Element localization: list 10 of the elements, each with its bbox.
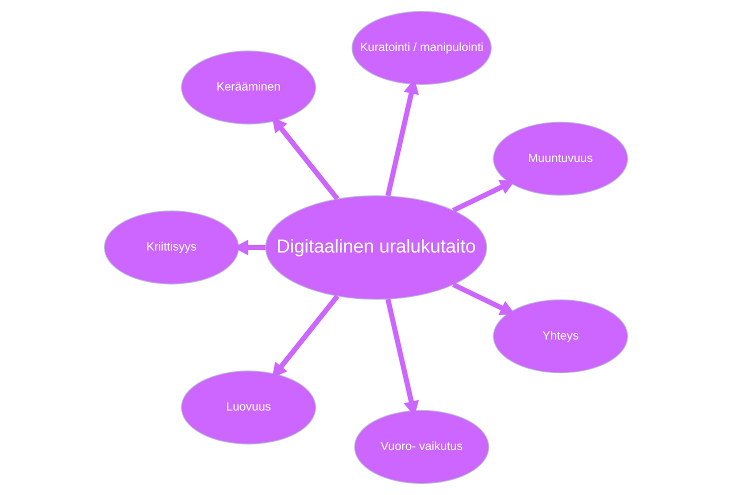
node-ellipse: Kuratointi / manipulointi (351, 11, 492, 85)
node-ellipse: Kriittisyys (103, 210, 239, 284)
node-ellipse: Digitaalinen uralukutaito (264, 195, 487, 300)
node-ellipse: Luovuus (180, 370, 316, 444)
node-ellipse: Kerääminen (180, 50, 316, 124)
arrow (452, 180, 515, 213)
arrow (272, 116, 339, 200)
arrow (452, 282, 515, 316)
node-ellipse: Vuoro- vaikutus (354, 410, 489, 484)
arrow (272, 294, 339, 378)
